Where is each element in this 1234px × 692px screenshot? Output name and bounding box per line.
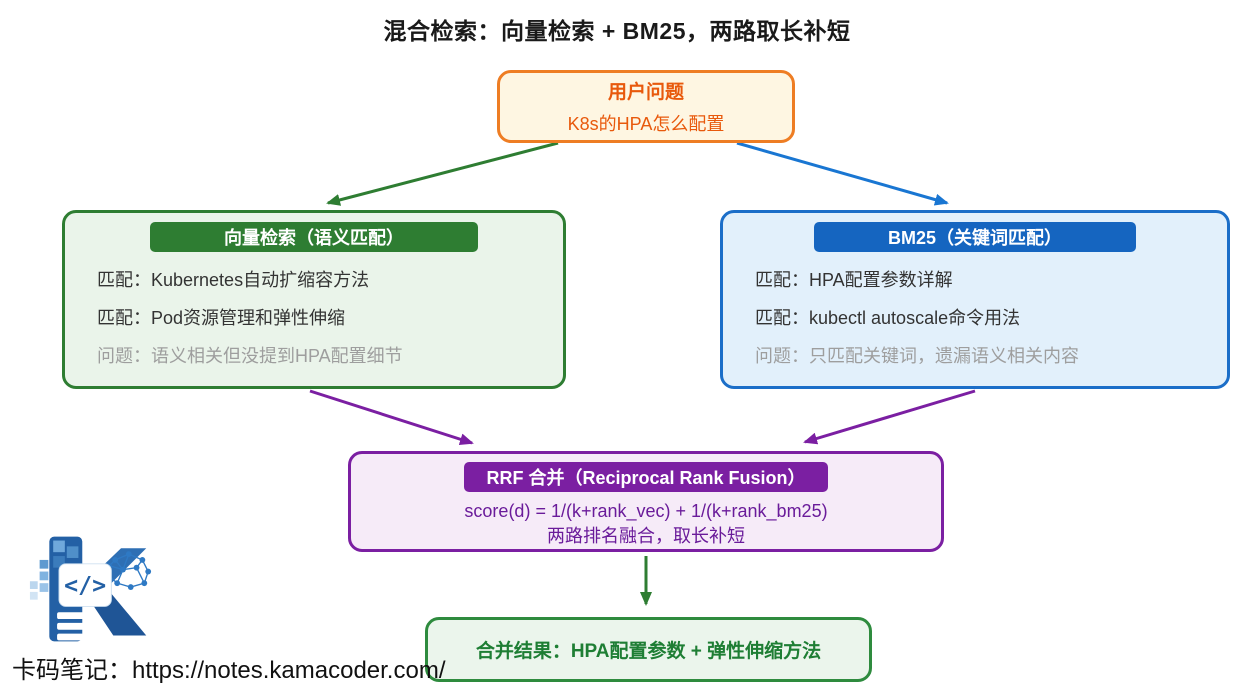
page-title: 混合检索：向量检索 + BM25，两路取长补短 bbox=[383, 18, 851, 44]
arrow-question-to-bm25 bbox=[736, 141, 949, 206]
merge-result-box: 合并结果：HPA配置参数 + 弹性伸缩方法 bbox=[425, 617, 872, 682]
vector-problem-line: 问题：语义相关但没提到HPA配置细节 bbox=[97, 346, 403, 366]
user-question-text: K8s的HPA怎么配置 bbox=[567, 114, 725, 134]
user-question-box: 用户问题 K8s的HPA怎么配置 bbox=[497, 70, 795, 143]
bm25-retrieval-box: BM25（关键词匹配） 匹配：HPA配置参数详解 匹配：kubectl auto… bbox=[720, 210, 1230, 389]
vector-match-line-2: 匹配：Pod资源管理和弹性伸缩 bbox=[97, 308, 346, 328]
vector-match-line-1: 匹配：Kubernetes自动扩缩容方法 bbox=[97, 270, 370, 290]
vector-retrieval-header: 向量检索（语义匹配） bbox=[150, 222, 478, 252]
arrow-question-to-vector bbox=[326, 141, 559, 206]
arrow-bm25-to-rrf bbox=[803, 389, 976, 445]
vector-retrieval-box: 向量检索（语义匹配） 匹配：Kubernetes自动扩缩容方法 匹配：Pod资源… bbox=[62, 210, 566, 389]
rrf-fusion-box: RRF 合并（Reciprocal Rank Fusion） score(d) … bbox=[348, 451, 944, 552]
footer-brand-text: 卡码笔记：https://notes.kamacoder.com/ bbox=[12, 657, 446, 684]
bm25-retrieval-header: BM25（关键词匹配） bbox=[814, 222, 1136, 252]
svg-text:</>: </> bbox=[64, 572, 106, 599]
kamacoder-logo-icon: </> bbox=[29, 536, 152, 642]
arrow-vector-to-rrf bbox=[309, 389, 474, 446]
merge-result-text: 合并结果：HPA配置参数 + 弹性伸缩方法 bbox=[475, 641, 822, 662]
bm25-match-line-1: 匹配：HPA配置参数详解 bbox=[755, 270, 953, 290]
rrf-formula: score(d) = 1/(k+rank_vec) + 1/(k+rank_bm… bbox=[464, 501, 828, 521]
bm25-match-line-2: 匹配：kubectl autoscale命令用法 bbox=[755, 308, 1021, 328]
bm25-retrieval-lines: 匹配：HPA配置参数详解 匹配：kubectl autoscale命令用法 问题… bbox=[723, 252, 1227, 375]
rrf-fusion-header: RRF 合并（Reciprocal Rank Fusion） bbox=[464, 462, 828, 492]
vector-retrieval-lines: 匹配：Kubernetes自动扩缩容方法 匹配：Pod资源管理和弹性伸缩 问题：… bbox=[65, 252, 563, 375]
user-question-title: 用户问题 bbox=[607, 82, 684, 103]
bm25-problem-line: 问题：只匹配关键词，遗漏语义相关内容 bbox=[755, 346, 1079, 366]
rrf-note: 两路排名融合，取长补短 bbox=[547, 526, 745, 546]
